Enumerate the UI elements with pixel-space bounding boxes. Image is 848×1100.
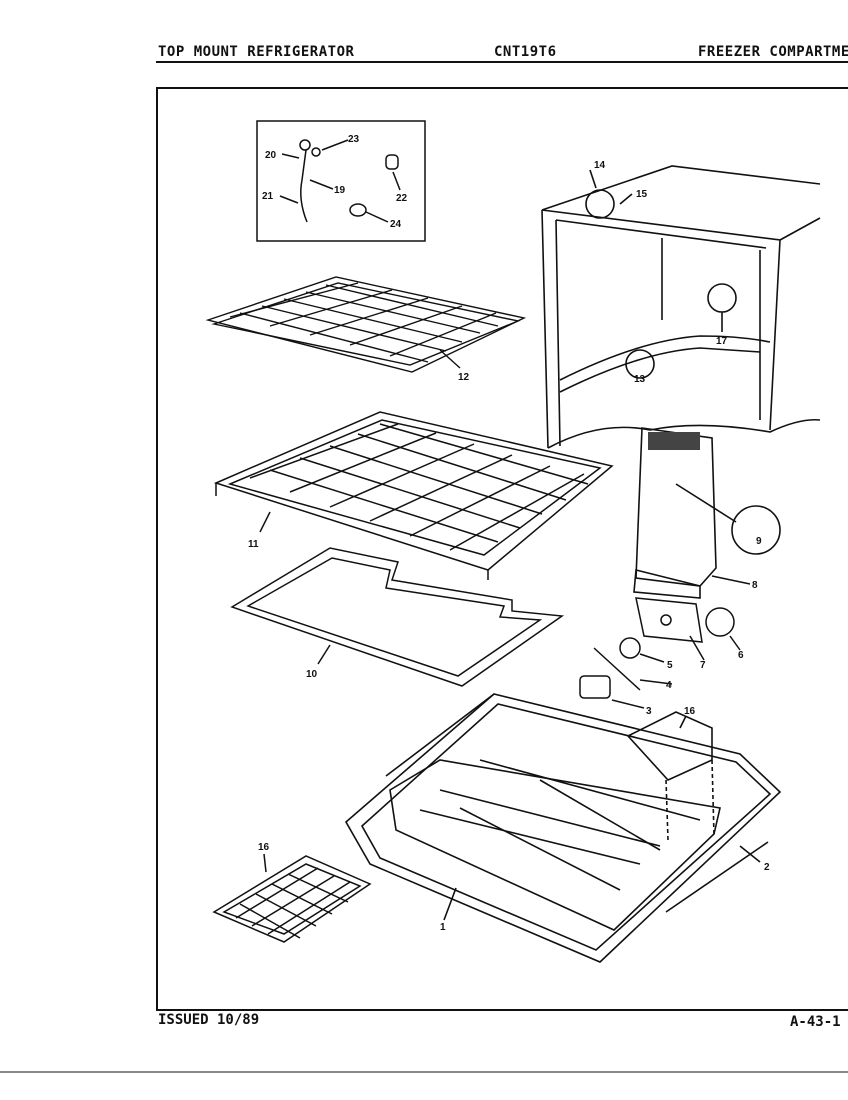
callout-23: 23 [348,134,360,145]
callout-1: 1 [440,922,446,933]
callout-7: 7 [700,660,706,671]
hardware-inset [256,120,426,242]
freezer-cabinet [541,165,821,449]
wire-shelf [205,276,527,373]
header-title: TOP MOUNT REFRIGERATOR [158,44,355,60]
page-number: A-43-1 [790,1014,841,1030]
callout-2: 2 [764,862,770,873]
evaporator-cover [633,427,781,599]
callout-19: 19 [334,185,346,196]
callout-8: 8 [752,580,758,591]
callout-15: 15 [636,189,648,200]
callout-10: 10 [306,669,318,680]
callout-6: 6 [738,650,744,661]
callout-9: 9 [756,536,762,547]
header-section: FREEZER COMPARTME [698,44,848,60]
freezer-liner [344,693,782,963]
ice-tray [212,853,372,943]
callout-5: 5 [667,660,673,671]
shelf-panel [230,547,565,687]
callout-11: 11 [248,539,259,550]
callout-21: 21 [262,191,274,202]
callout-16: 16 [258,842,270,853]
page-frame [156,87,848,1011]
callout-17: 17 [716,336,728,347]
fan-assembly [579,597,741,709]
grille-shelf [213,411,614,580]
callout-24: 24 [390,219,402,230]
callout-22: 22 [396,193,408,204]
callout-12: 12 [458,372,470,383]
callout-3: 3 [646,706,652,717]
callout-20: 20 [265,150,277,161]
issued-date: ISSUED 10/89 [158,1012,260,1028]
callout-18: 16 [684,706,696,717]
callout-14: 14 [594,160,606,171]
callout-4: 4 [666,680,672,691]
header-model: CNT19T6 [494,44,557,60]
callout-13: 13 [634,374,646,385]
